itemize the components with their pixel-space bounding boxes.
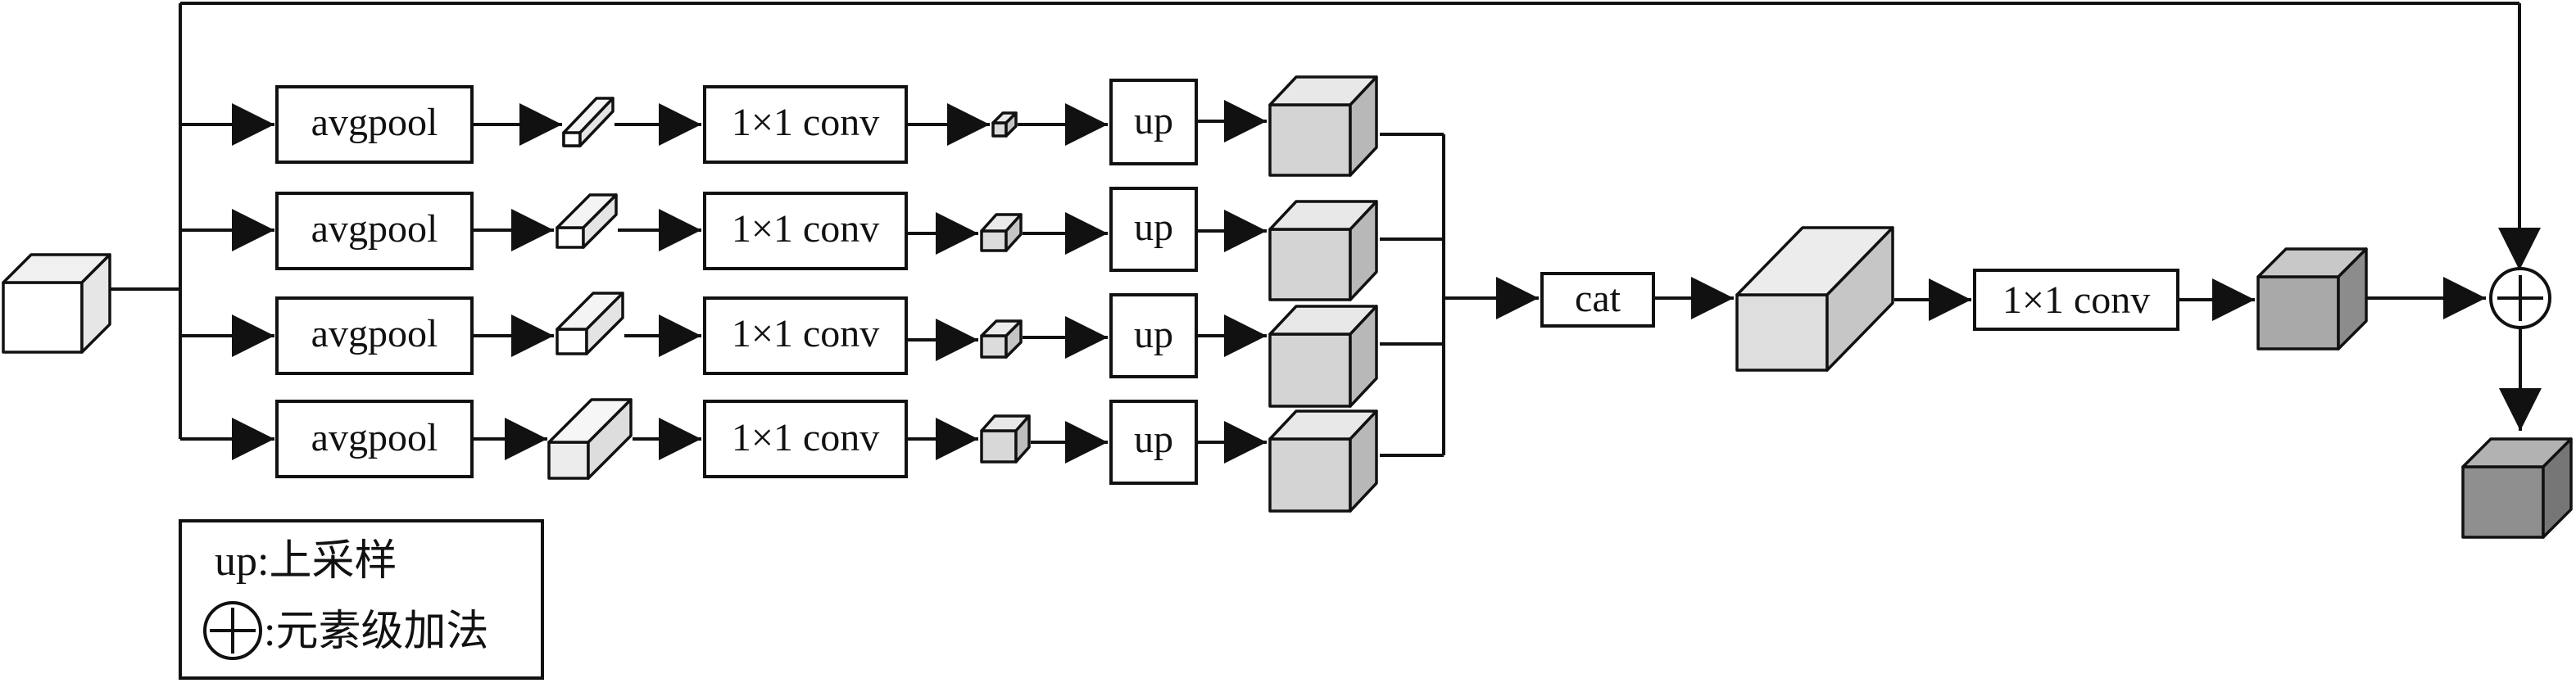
input-connectors xyxy=(110,2,2541,460)
elementwise-add-icon xyxy=(2489,267,2551,329)
up-cube-1 xyxy=(1268,75,1378,177)
cat-label: cat xyxy=(1575,277,1621,320)
up-cube-3 xyxy=(1268,305,1378,408)
pooled-cube-4 xyxy=(547,398,633,480)
avgpool-box-1 xyxy=(275,85,474,164)
up-cube-2 xyxy=(1268,200,1378,301)
conv-label-4: 1×1 conv xyxy=(732,416,879,459)
conv-label-1: 1×1 conv xyxy=(732,101,879,144)
avgpool-label-4: avgpool xyxy=(311,416,438,459)
conv-cube-3 xyxy=(980,319,1023,359)
avgpool-label-1: avgpool xyxy=(311,101,438,144)
up-box-1 xyxy=(1109,79,1198,165)
branch-4: avgpool 1×1 conv up xyxy=(275,398,1444,513)
input-feature-cube xyxy=(2,253,111,354)
conv-cube-1 xyxy=(991,111,1018,138)
pooled-cube-3 xyxy=(556,292,624,355)
conv-box-1 xyxy=(703,85,908,164)
avgpool-box-3 xyxy=(275,296,474,375)
conv-cube-2 xyxy=(980,213,1023,252)
legend-up-text: up:上采样 xyxy=(215,538,397,585)
up-box-3 xyxy=(1109,293,1198,378)
up-box-2 xyxy=(1109,187,1198,272)
pooled-cube-2 xyxy=(556,193,618,249)
conv-label-3: 1×1 conv xyxy=(732,312,879,355)
up-cube-4 xyxy=(1268,409,1378,513)
up-label-2: up xyxy=(1134,206,1173,249)
output-cube xyxy=(2461,437,2573,539)
merge-connectors xyxy=(1442,134,1539,455)
up-label-1: up xyxy=(1134,99,1173,142)
up-label-4: up xyxy=(1134,418,1173,461)
branch-3: avgpool 1×1 conv up xyxy=(275,292,1444,408)
conv-box-2 xyxy=(703,192,908,270)
final-conv-label: 1×1 conv xyxy=(2002,278,2150,322)
avgpool-box-4 xyxy=(275,400,474,478)
pooled-cube-1 xyxy=(562,97,615,147)
legend: up:上采样 :元素级加法 xyxy=(179,519,544,680)
avgpool-label-3: avgpool xyxy=(311,312,438,355)
conv-box-4 xyxy=(703,400,908,478)
branch-1: avgpool 1×1 conv up xyxy=(275,75,1444,177)
final-conv-cube xyxy=(2256,247,2368,351)
legend-plus-text: :元素级加法 xyxy=(264,608,488,655)
legend-plus-icon xyxy=(203,601,262,660)
conv-cube-4 xyxy=(980,414,1031,464)
up-box-4 xyxy=(1109,400,1198,485)
conv-label-2: 1×1 conv xyxy=(732,207,879,251)
avgpool-label-2: avgpool xyxy=(311,207,438,251)
concat-cube xyxy=(1735,226,1894,372)
conv-box-3 xyxy=(703,296,908,375)
avgpool-box-2 xyxy=(275,192,474,270)
up-label-3: up xyxy=(1134,313,1173,356)
branch-2: avgpool 1×1 conv up xyxy=(275,187,1444,301)
